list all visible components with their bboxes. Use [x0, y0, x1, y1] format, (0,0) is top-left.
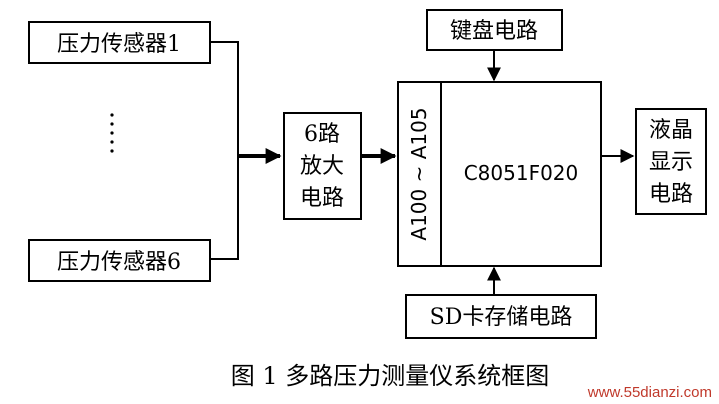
sensor-1-label: 压力传感器1: [57, 32, 181, 57]
sd-card-block: SD卡存储电路: [405, 294, 597, 339]
lcd-block: 液晶 显示 电路: [635, 108, 707, 215]
mcu-label: C8051F020: [464, 161, 579, 185]
amplifier-label-line-1: 6路: [304, 122, 340, 147]
site-watermark: www.55dianzi.com: [587, 384, 712, 401]
amplifier-block: 6路 放大 电路: [283, 112, 362, 220]
sensor-merge-wire: [210, 41, 239, 260]
keyboard-label: 键盘电路: [450, 19, 538, 44]
mcu-block: A100 ~ A105 C8051F020: [397, 81, 602, 267]
keyboard-block: 键盘电路: [426, 9, 563, 51]
sensor-1-block: 压力传感器1: [28, 21, 211, 64]
mcu-port-label: A100 ~ A105: [407, 107, 431, 240]
lcd-label-line-3: 电路: [649, 182, 693, 207]
ellipsis-dots: [110, 113, 114, 153]
sensor-6-label: 压力传感器6: [57, 250, 181, 275]
sensor-6-block: 压力传感器6: [28, 239, 211, 282]
amplifier-label-line-3: 电路: [300, 186, 344, 211]
figure-caption: 图 1 多路压力测量仪系统框图: [231, 362, 550, 390]
sd-card-label: SD卡存储电路: [430, 305, 573, 330]
amplifier-label-line-2: 放大: [300, 154, 344, 179]
lcd-label-line-1: 液晶: [649, 118, 693, 143]
lcd-label-line-2: 显示: [649, 150, 693, 175]
